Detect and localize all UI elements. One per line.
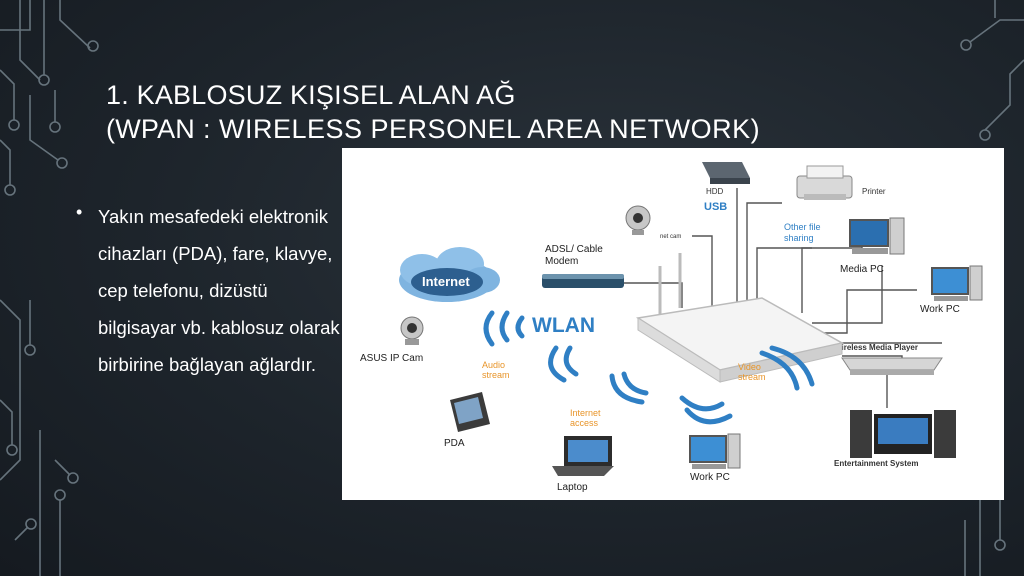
bullet-list: • Yakın mesafedeki elektronik cihazları … — [76, 198, 341, 383]
modem-icon — [542, 274, 624, 288]
laptop-icon — [552, 436, 614, 476]
media-player-icon — [841, 357, 943, 375]
video-stream-line2: stream — [738, 372, 766, 382]
wpan-diagram: Internet ADSL/ Cable Modem net cam HDD U… — [342, 148, 1004, 500]
work-pc-right-label: Work PC — [920, 304, 960, 315]
media-pc-icon — [849, 217, 905, 255]
hdd-icon — [702, 162, 750, 184]
pda-icon — [450, 392, 490, 432]
wireless-signal-icon — [483, 310, 815, 425]
title-expansion: : WIRELESS PERSONEL AREA NETWORK — [195, 114, 751, 144]
wireless-media-player-label: Wireless Media Player — [834, 343, 918, 352]
net-cam-label: net cam — [660, 234, 681, 240]
entertainment-system-icon — [850, 410, 956, 458]
work-pc-right-icon — [931, 265, 983, 301]
internet-cloud-icon — [399, 247, 500, 302]
bullet-text: Yakın mesafedeki elektronik cihazları (P… — [98, 206, 340, 375]
internet-access-line2: access — [570, 418, 599, 428]
hdd-label: HDD — [706, 187, 724, 196]
title-close-paren: ) — [750, 114, 760, 144]
modem-label-line2: Modem — [545, 256, 578, 267]
other-sharing-line1: Other file — [784, 222, 821, 232]
title-open-paren: ( — [106, 114, 116, 144]
internet-label: Internet — [422, 274, 470, 289]
work-pc-bottom-label: Work PC — [690, 472, 730, 483]
laptop-label: Laptop — [557, 482, 588, 493]
router-icon — [635, 253, 845, 383]
entertainment-label: Entertainment System — [834, 459, 918, 468]
pda-label: PDA — [444, 438, 465, 449]
wired-links — [602, 188, 942, 408]
webcam-icon — [625, 205, 651, 235]
printer-label: Printer — [862, 187, 886, 196]
ip-cam-label: ASUS IP Cam — [360, 353, 423, 364]
media-pc-label: Media PC — [840, 264, 884, 275]
audio-stream-line1: Audio — [482, 360, 505, 370]
bullet-icon: • — [76, 202, 83, 222]
wlan-label: WLAN — [532, 314, 595, 337]
usb-label: USB — [704, 201, 727, 213]
slide-title: 1. KABLOSUZ KIŞISEL ALAN AĞ (WPAN : WIRE… — [106, 78, 906, 146]
other-sharing-line2: sharing — [784, 233, 814, 243]
title-abbr: WPAN — [115, 114, 195, 144]
title-line-2: (WPAN : WIRELESS PERSONEL AREA NETWORK) — [106, 112, 906, 146]
internet-access-line1: Internet — [570, 408, 601, 418]
audio-stream-line2: stream — [482, 370, 510, 380]
printer-icon — [796, 165, 853, 200]
title-line-1: 1. KABLOSUZ KIŞISEL ALAN AĞ — [106, 80, 516, 110]
work-pc-bottom-icon — [689, 433, 741, 469]
modem-label-line1: ADSL/ Cable — [545, 244, 603, 255]
ip-cam-icon — [400, 316, 424, 345]
video-stream-line1: Video — [738, 362, 761, 372]
